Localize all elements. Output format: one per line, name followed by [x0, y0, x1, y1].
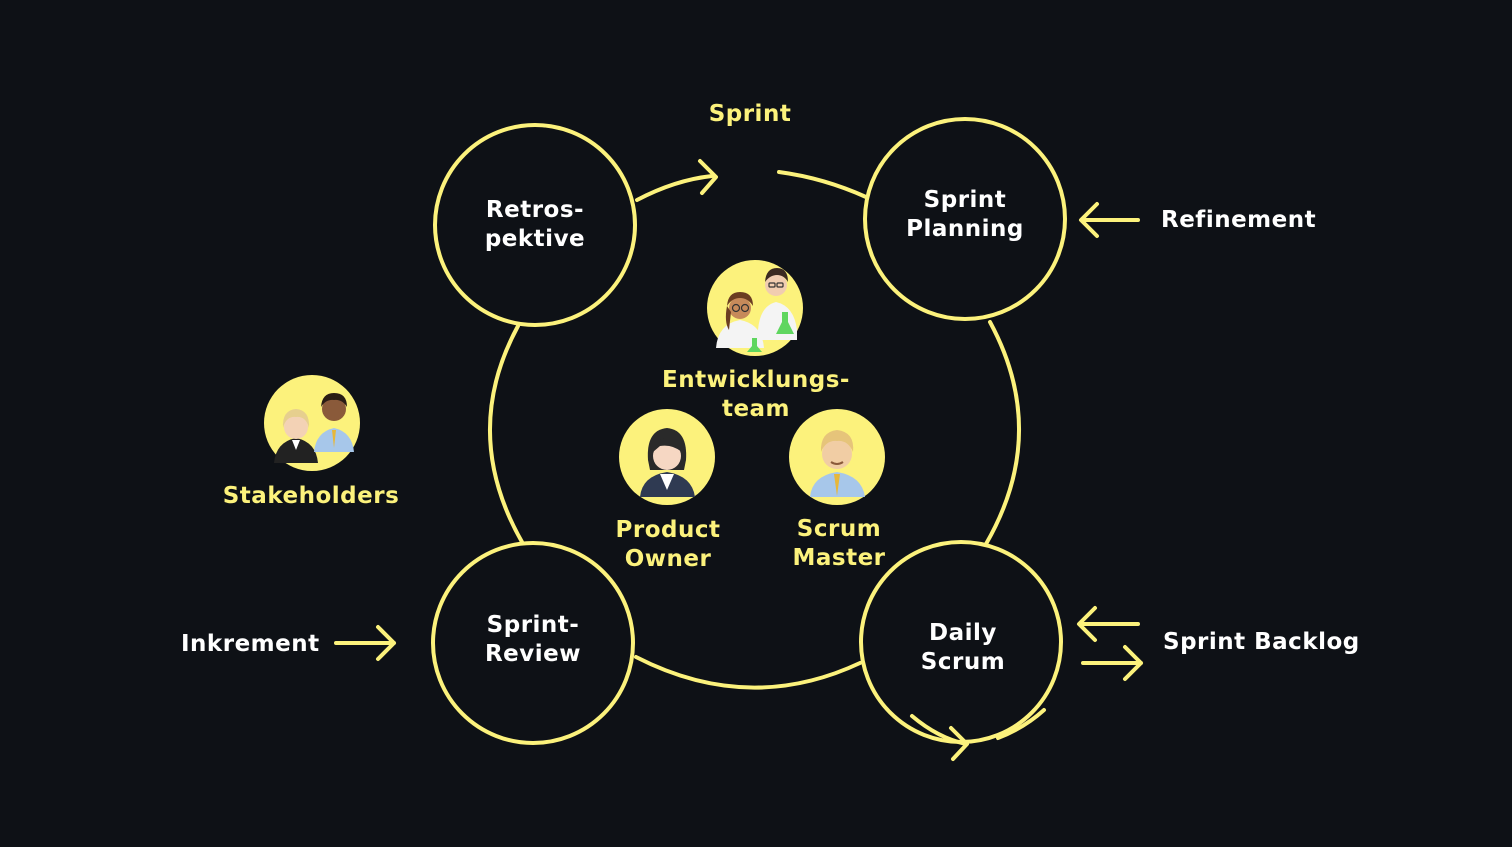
cycle-arrowhead-top — [698, 159, 718, 195]
sprint-review-label: Sprint- Review — [485, 611, 581, 669]
retrospektive-label-line1: Retros- — [485, 197, 585, 223]
scientists-icon — [707, 260, 803, 356]
cycle-arc-top-right — [777, 170, 868, 199]
daily-scrum-label: Daily Scrum — [921, 619, 1005, 677]
entwicklungsteam-label-line2: team — [721, 396, 791, 422]
sprint-backlog-label: Sprint Backlog — [1163, 629, 1360, 655]
product-owner-label-line2: Owner — [624, 546, 712, 572]
sprint-review-circle — [431, 541, 635, 745]
sprint-backlog-arrow-in — [1077, 606, 1140, 642]
retrospektive-label-line2: pektive — [484, 226, 586, 252]
scrum-master-label-line2: Master — [792, 545, 886, 571]
businesswoman-icon — [619, 409, 715, 505]
cycle-arc-left — [488, 324, 524, 544]
daily-scrum-loop-end — [996, 708, 1046, 740]
cycle-arc-right — [984, 320, 1021, 546]
scrum-master-label: Scrum Master — [792, 515, 885, 573]
sprint-planning-label-line1: Sprint — [923, 187, 1007, 213]
sprint-planning-label: Sprint Planning — [906, 186, 1024, 244]
couple-icon — [264, 375, 360, 471]
retrospektive-circle — [433, 123, 637, 327]
entwicklungsteam-label: Entwicklungs- team — [662, 366, 850, 424]
daily-scrum-label-line2: Scrum — [920, 649, 1006, 675]
inkrement-arrow — [334, 625, 396, 661]
sprint-planning-circle — [863, 117, 1067, 321]
daily-scrum-loop-arrowhead — [949, 726, 969, 761]
refinement-arrow — [1079, 202, 1140, 238]
businessman-icon — [789, 409, 885, 505]
inkrement-label: Inkrement — [181, 631, 320, 657]
product-owner-label-line1: Product — [615, 517, 721, 543]
retrospektive-label: Retros- pektive — [485, 196, 585, 254]
sprint-review-label-line2: Review — [484, 641, 582, 667]
cycle-arc-bottom — [634, 655, 862, 690]
daily-scrum-circle — [859, 540, 1063, 744]
sprint-planning-label-line2: Planning — [906, 216, 1024, 242]
product-owner-label: Product Owner — [616, 516, 721, 574]
cycle-arc-top-left — [635, 174, 714, 202]
entwicklungsteam-label-line1: Entwicklungs- — [662, 367, 850, 393]
sprint-review-label-line1: Sprint- — [486, 612, 580, 638]
scrum-master-label-line1: Scrum — [796, 516, 882, 542]
sprint-backlog-arrow-out — [1081, 645, 1143, 681]
refinement-label: Refinement — [1161, 207, 1317, 233]
sprint-cycle-label: Sprint — [708, 101, 792, 127]
stakeholders-label: Stakeholders — [222, 483, 400, 509]
daily-scrum-label-line1: Daily — [929, 620, 997, 646]
